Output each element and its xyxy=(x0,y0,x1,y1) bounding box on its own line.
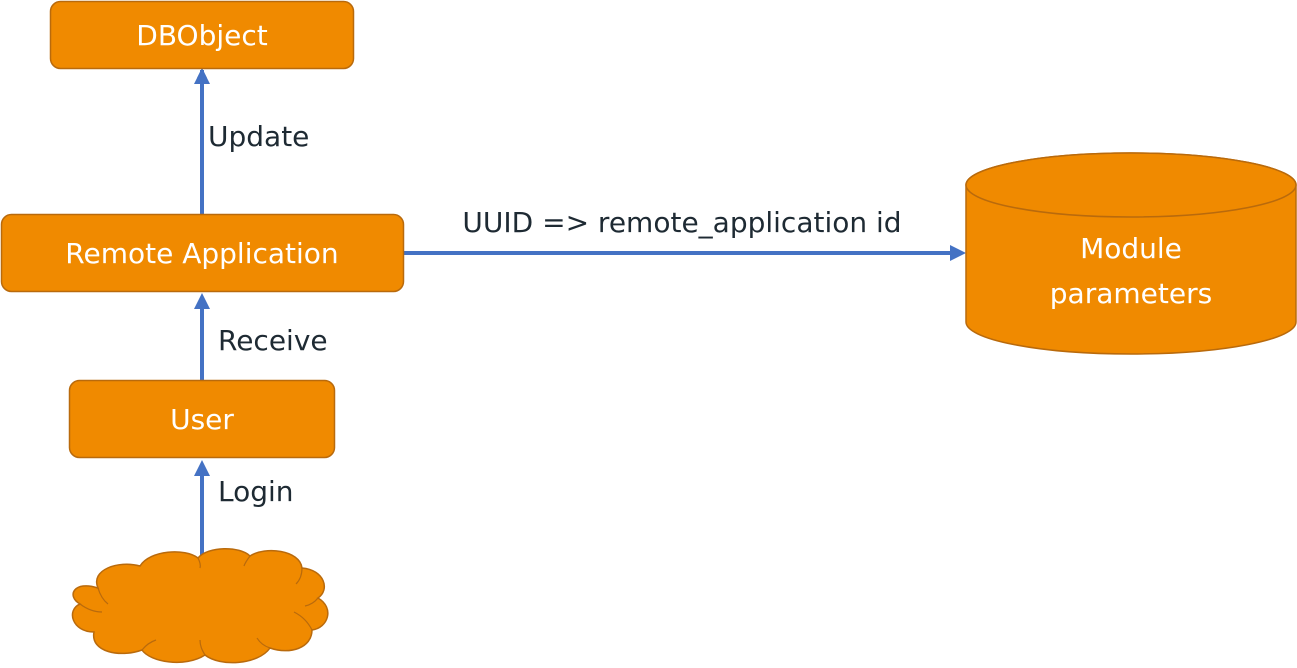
dbobject-label: DBObject xyxy=(136,19,267,52)
uuid-arrowhead-icon xyxy=(950,245,966,261)
login-arrowhead-icon xyxy=(194,460,210,476)
receive-arrowhead-icon xyxy=(194,293,210,309)
node-remote-application[interactable]: Remote Application xyxy=(0,213,405,293)
module-parameters-label-line1: Module xyxy=(1080,232,1182,265)
node-module-parameters[interactable]: Module parameters xyxy=(965,152,1297,355)
module-parameters-label-line2: parameters xyxy=(1050,277,1212,310)
node-user[interactable]: User xyxy=(68,379,336,459)
uuid-label: UUID => remote_application id xyxy=(462,206,901,239)
node-cloud[interactable] xyxy=(71,548,329,664)
update-arrowhead-icon xyxy=(194,68,210,84)
login-label: Login xyxy=(218,475,294,508)
user-label: User xyxy=(170,403,234,436)
update-label: Update xyxy=(208,120,309,153)
cylinder-top xyxy=(965,152,1297,218)
edge-receive: Receive xyxy=(194,293,328,380)
edge-uuid: UUID => remote_application id xyxy=(403,206,966,261)
node-dbobject[interactable]: DBObject xyxy=(49,0,355,70)
receive-label: Receive xyxy=(218,324,328,357)
remote-application-label: Remote Application xyxy=(65,237,338,270)
edge-login: Login xyxy=(194,460,294,555)
edge-update: Update xyxy=(194,68,309,214)
